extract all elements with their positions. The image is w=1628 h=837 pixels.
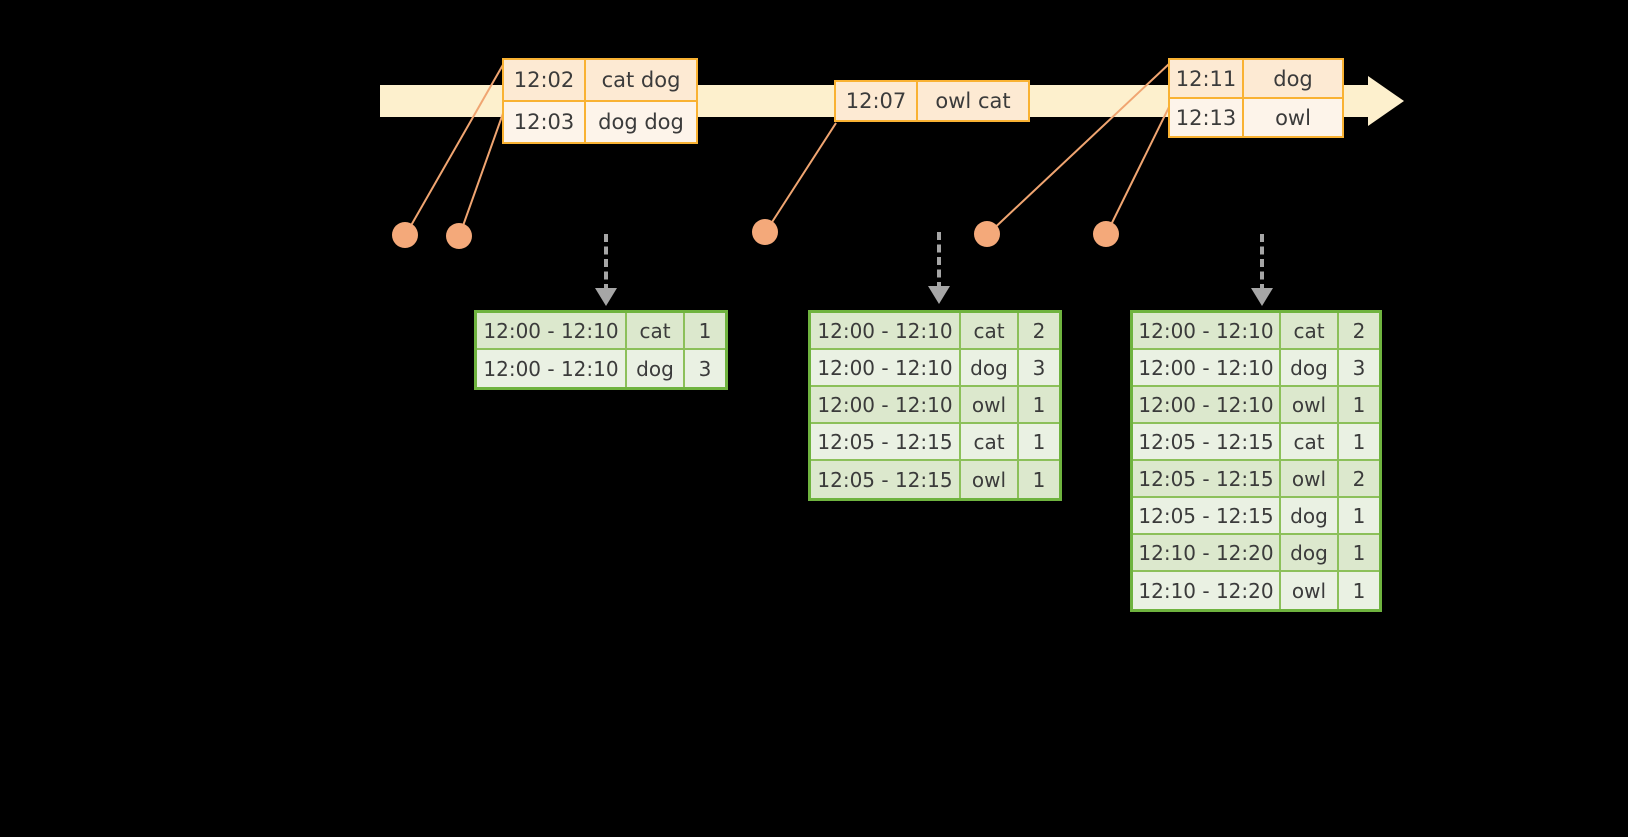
table-cell-window: 12:05 - 12:15: [811, 424, 961, 461]
event-box: 12:02 cat dog 12:03 dog dog: [502, 58, 698, 144]
table-cell-window: 12:05 - 12:15: [1133, 461, 1281, 498]
event-time: 12:07: [836, 82, 918, 120]
timeline-arrowhead-icon: [1368, 76, 1404, 126]
down-arrow-stage-1-shaft: [604, 234, 608, 292]
event-payload: dog dog: [586, 102, 696, 142]
table-cell-window: 12:00 - 12:10: [477, 350, 627, 387]
table-cell-key: cat: [627, 313, 685, 350]
table-cell-count: 1: [1339, 387, 1379, 424]
event-payload: owl cat: [918, 82, 1028, 120]
table-cell-key: cat: [1281, 424, 1339, 461]
table-cell-window: 12:10 - 12:20: [1133, 535, 1281, 572]
table-cell-key: cat: [961, 424, 1019, 461]
table-cell-key: dog: [627, 350, 685, 387]
table-cell-key: owl: [1281, 387, 1339, 424]
table-cell-count: 2: [1339, 313, 1379, 350]
connector-12-11-dot: [974, 221, 1000, 247]
table-cell-key: cat: [1281, 313, 1339, 350]
down-arrow-stage-2-shaft: [937, 232, 941, 290]
table-cell-key: owl: [1281, 461, 1339, 498]
table-cell-window: 12:00 - 12:10: [1133, 313, 1281, 350]
table-cell-count: 1: [1019, 424, 1059, 461]
table-cell-count: 3: [1339, 350, 1379, 387]
connector-12-07-line: [764, 122, 837, 234]
table-cell-key: owl: [961, 387, 1019, 424]
event-time: 12:03: [504, 102, 586, 142]
arrow-down-icon: [595, 288, 617, 306]
connector-12-13-line: [1105, 104, 1171, 236]
table-cell-count: 1: [1019, 387, 1059, 424]
table-cell-window: 12:00 - 12:10: [811, 350, 961, 387]
connector-12-03-dot: [446, 223, 472, 249]
table-cell-window: 12:00 - 12:10: [477, 313, 627, 350]
table-cell-key: owl: [961, 461, 1019, 498]
table-cell-count: 2: [1019, 313, 1059, 350]
table-cell-key: owl: [1281, 572, 1339, 609]
table-cell-count: 1: [1339, 535, 1379, 572]
connector-12-07-dot: [752, 219, 778, 245]
event-time: 12:02: [504, 60, 586, 100]
connector-12-02-dot: [392, 222, 418, 248]
event-row: 12:13 owl: [1170, 97, 1342, 136]
event-row: 12:11 dog: [1170, 60, 1342, 97]
table-cell-window: 12:00 - 12:10: [1133, 350, 1281, 387]
table-cell-count: 1: [1019, 461, 1059, 498]
table-cell-key: cat: [961, 313, 1019, 350]
table-cell-count: 1: [1339, 572, 1379, 609]
connector-12-03-line: [458, 104, 507, 238]
table-cell-key: dog: [1281, 350, 1339, 387]
table-cell-count: 3: [1019, 350, 1059, 387]
table-cell-window: 12:00 - 12:10: [811, 387, 961, 424]
event-row: 12:03 dog dog: [504, 100, 696, 142]
table-cell-key: dog: [1281, 498, 1339, 535]
table-cell-count: 2: [1339, 461, 1379, 498]
table-cell-window: 12:00 - 12:10: [811, 313, 961, 350]
event-payload: owl: [1244, 99, 1342, 136]
event-payload: cat dog: [586, 60, 696, 100]
table-cell-count: 3: [685, 350, 725, 387]
table-cell-count: 1: [685, 313, 725, 350]
table-cell-window: 12:05 - 12:15: [811, 461, 961, 498]
table-cell-count: 1: [1339, 498, 1379, 535]
table-cell-key: dog: [1281, 535, 1339, 572]
event-row: 12:02 cat dog: [504, 60, 696, 100]
down-arrow-stage-3-shaft: [1260, 234, 1264, 292]
table-cell-window: 12:05 - 12:15: [1133, 498, 1281, 535]
table-cell-window: 12:10 - 12:20: [1133, 572, 1281, 609]
event-time: 12:13: [1170, 99, 1244, 136]
arrow-down-icon: [1251, 288, 1273, 306]
event-row: 12:07 owl cat: [836, 82, 1028, 120]
table-cell-key: dog: [961, 350, 1019, 387]
table-cell-window: 12:00 - 12:10: [1133, 387, 1281, 424]
connector-12-13-dot: [1093, 221, 1119, 247]
arrow-down-icon: [928, 286, 950, 304]
event-payload: dog: [1244, 60, 1342, 97]
table-cell-count: 1: [1339, 424, 1379, 461]
table-cell-window: 12:05 - 12:15: [1133, 424, 1281, 461]
event-time: 12:11: [1170, 60, 1244, 97]
event-box: 12:07 owl cat: [834, 80, 1030, 122]
event-box: 12:11 dog 12:13 owl: [1168, 58, 1344, 138]
